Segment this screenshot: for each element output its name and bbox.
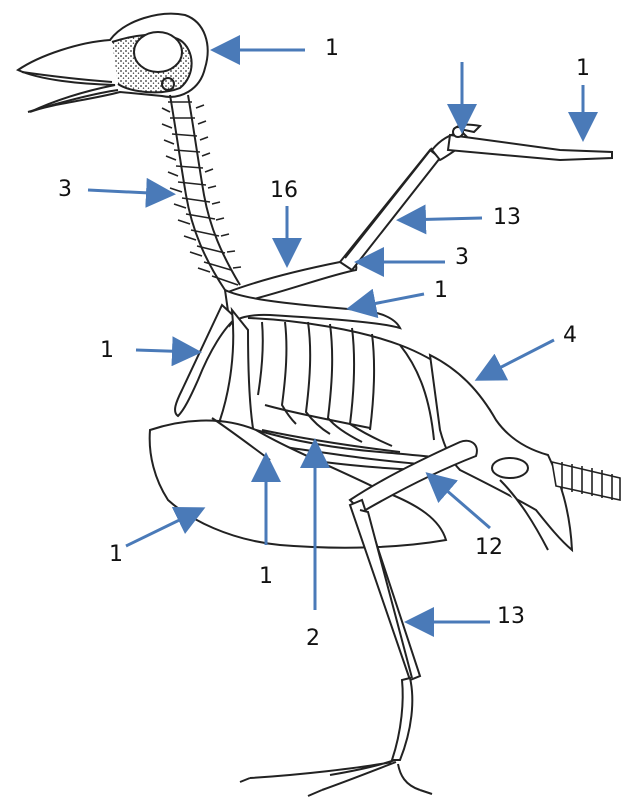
label-skull: 1 — [325, 38, 339, 60]
label-ribs: 2 — [306, 628, 320, 650]
label-forearm: 13 — [493, 207, 521, 229]
arrow-forearm — [402, 218, 482, 220]
label-furcula: 1 — [100, 340, 114, 362]
label-tibia: 13 — [497, 606, 525, 628]
arrow-keel — [126, 510, 200, 546]
label-keel: 1 — [109, 544, 123, 566]
label-humerus-top: 16 — [270, 180, 298, 202]
arrow-tail — [480, 340, 554, 378]
label-neck: 3 — [58, 179, 72, 201]
arrow-femur — [430, 476, 490, 528]
label-tail: 4 — [563, 325, 577, 347]
skull — [18, 14, 208, 112]
arrow-back-rib — [352, 294, 424, 308]
arrow-furcula — [136, 350, 196, 352]
label-back-rib: 1 — [434, 280, 448, 302]
arrow-neck — [88, 190, 170, 194]
neck-vertebrae — [162, 95, 241, 290]
label-wing-tip: 1 — [576, 58, 590, 80]
label-coracoid: 1 — [259, 566, 273, 588]
label-wrist: 3 — [455, 247, 469, 269]
label-femur: 12 — [475, 537, 503, 559]
